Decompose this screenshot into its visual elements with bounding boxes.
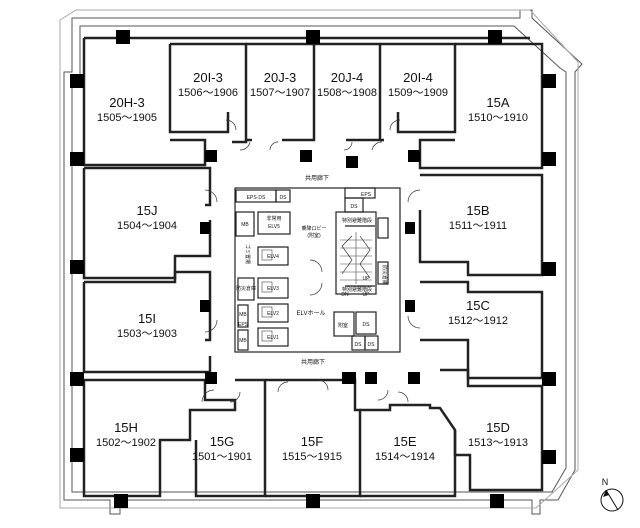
eps-vertical-label: EPS xyxy=(238,322,249,328)
door-swings xyxy=(201,119,421,403)
stair-up-label: UP xyxy=(363,276,371,282)
unit-range-15B: 1511〜1911 xyxy=(449,220,507,232)
unit-name-20J-4: 20J-4 xyxy=(331,70,364,85)
unit-15G: 15G 1501〜1901 xyxy=(192,434,252,463)
unit-15F: 15F 1515〜1915 xyxy=(282,434,342,463)
unit-20J-3: 20J-3 1507〜1907 xyxy=(250,70,310,99)
stair-down-label: DN xyxy=(341,292,349,298)
unit-range-15J: 1504〜1904 xyxy=(117,220,177,232)
elv5-label: ELV5 xyxy=(268,224,280,230)
boarding-lobby-annex-label: (附室) xyxy=(307,232,321,239)
unit-range-15F: 1515〜1915 xyxy=(282,451,342,463)
unit-range-20J-4: 1508〜1908 xyxy=(317,87,377,99)
unit-name-15A: 15A xyxy=(486,95,509,110)
unit-15J: 15J 1504〜1904 xyxy=(117,203,177,232)
stair-up-label-2: UP xyxy=(363,292,371,298)
unit-range-20H-3: 1505〜1905 xyxy=(97,112,157,124)
ds-label-d: DS xyxy=(355,342,363,348)
ds-label-b: DS xyxy=(351,204,359,210)
mb-label-c: MB xyxy=(239,338,247,344)
unit-range-15I: 1503〜1903 xyxy=(117,328,177,340)
mb-label-a: MB xyxy=(241,222,249,228)
unit-range-15E: 1514〜1914 xyxy=(375,451,435,463)
unit-range-15H: 1502〜1902 xyxy=(96,437,156,449)
elv1-label: ELV1 xyxy=(267,335,279,341)
core-walls xyxy=(234,187,401,353)
core-fixtures xyxy=(261,232,372,342)
unit-range-15G: 1501〜1901 xyxy=(192,451,252,463)
emergency-elevator-label: 非常用 xyxy=(266,215,281,222)
elevator-hall-label: ELVホール xyxy=(297,310,326,317)
unit-15E: 15E 1514〜1914 xyxy=(375,434,435,463)
unit-name-15H: 15H xyxy=(114,420,138,435)
ds-label-a: DS xyxy=(280,195,288,201)
compass-arrow-icon xyxy=(603,490,609,497)
eps-ds-label: EPS·DS xyxy=(247,195,266,201)
unit-range-15D: 1513〜1913 xyxy=(468,437,528,449)
unit-name-15I: 15I xyxy=(138,311,156,326)
boarding-lobby-label: 乗降ロビー xyxy=(301,225,326,232)
special-stairs-label-b: 特別避難階段 xyxy=(342,286,372,293)
unit-name-15E: 15E xyxy=(393,434,416,449)
corridor-bottom-label: 共用廊下 xyxy=(301,358,325,366)
unit-walls xyxy=(82,36,544,498)
elv2-label: ELV2 xyxy=(267,311,279,317)
eps-label-right: EPS xyxy=(361,192,372,198)
unit-range-15C: 1512〜1912 xyxy=(448,315,508,327)
fire-storage-right-label: 防災倉庫 xyxy=(381,265,388,285)
unit-15A: 15A 1510〜1910 xyxy=(468,95,528,124)
unit-name-20J-3: 20J-3 xyxy=(264,70,297,85)
unit-20J-4: 20J-4 1508〜1908 xyxy=(317,70,377,99)
unit-range-20I-3: 1506〜1906 xyxy=(178,87,238,99)
compass-north-label: N xyxy=(602,477,609,487)
unit-name-15C: 15C xyxy=(466,298,490,313)
annex-room-label: 附室 xyxy=(338,322,348,329)
unit-20I-3: 20I-3 1506〜1906 xyxy=(178,70,238,99)
corridor-top-label: 共用廊下 xyxy=(305,174,329,182)
unit-name-15J: 15J xyxy=(137,203,158,218)
compass: N xyxy=(600,477,624,512)
elv4-label: ELV4 xyxy=(267,254,279,260)
unit-labels: 20H-3 1505〜1905 20I-3 1506〜1906 20J-3 15… xyxy=(96,70,528,463)
unit-15C: 15C 1512〜1912 xyxy=(448,298,508,327)
core-labels: 共用廊下 共用廊下 EPS·DS DS EPS DS MB 非常用 ELV5 乗… xyxy=(236,174,388,366)
unit-15I: 15I 1503〜1903 xyxy=(117,311,177,340)
mb-label-b: MB xyxy=(239,312,247,318)
elv3-label: ELV3 xyxy=(267,286,279,292)
refuse-room-label: ゴミ置場 xyxy=(244,244,251,264)
unit-name-15G: 15G xyxy=(210,434,235,449)
unit-15H: 15H 1502〜1902 xyxy=(96,420,156,449)
unit-15B: 15B 1511〜1911 xyxy=(449,203,507,232)
unit-range-20J-3: 1507〜1907 xyxy=(250,87,310,99)
unit-name-20I-3: 20I-3 xyxy=(193,70,223,85)
columns xyxy=(70,30,556,508)
unit-20I-4: 20I-4 1509〜1909 xyxy=(388,70,448,99)
fire-storage-left-label: 防災倉庫 xyxy=(236,285,256,292)
unit-15D: 15D 1513〜1913 xyxy=(468,420,528,449)
ds-label-e: DS xyxy=(368,342,376,348)
compass-ring xyxy=(600,488,624,512)
unit-name-20I-4: 20I-4 xyxy=(403,70,433,85)
unit-range-20I-4: 1509〜1909 xyxy=(388,87,448,99)
unit-name-15B: 15B xyxy=(466,203,489,218)
special-stairs-label-a: 特別避難階段 xyxy=(342,217,372,224)
ds-label-c: DS xyxy=(363,322,371,328)
unit-range-15A: 1510〜1910 xyxy=(468,112,528,124)
unit-20H-3: 20H-3 1505〜1905 xyxy=(97,95,157,124)
unit-name-15F: 15F xyxy=(301,434,323,449)
unit-name-20H-3: 20H-3 xyxy=(109,95,144,110)
unit-name-15D: 15D xyxy=(486,420,510,435)
